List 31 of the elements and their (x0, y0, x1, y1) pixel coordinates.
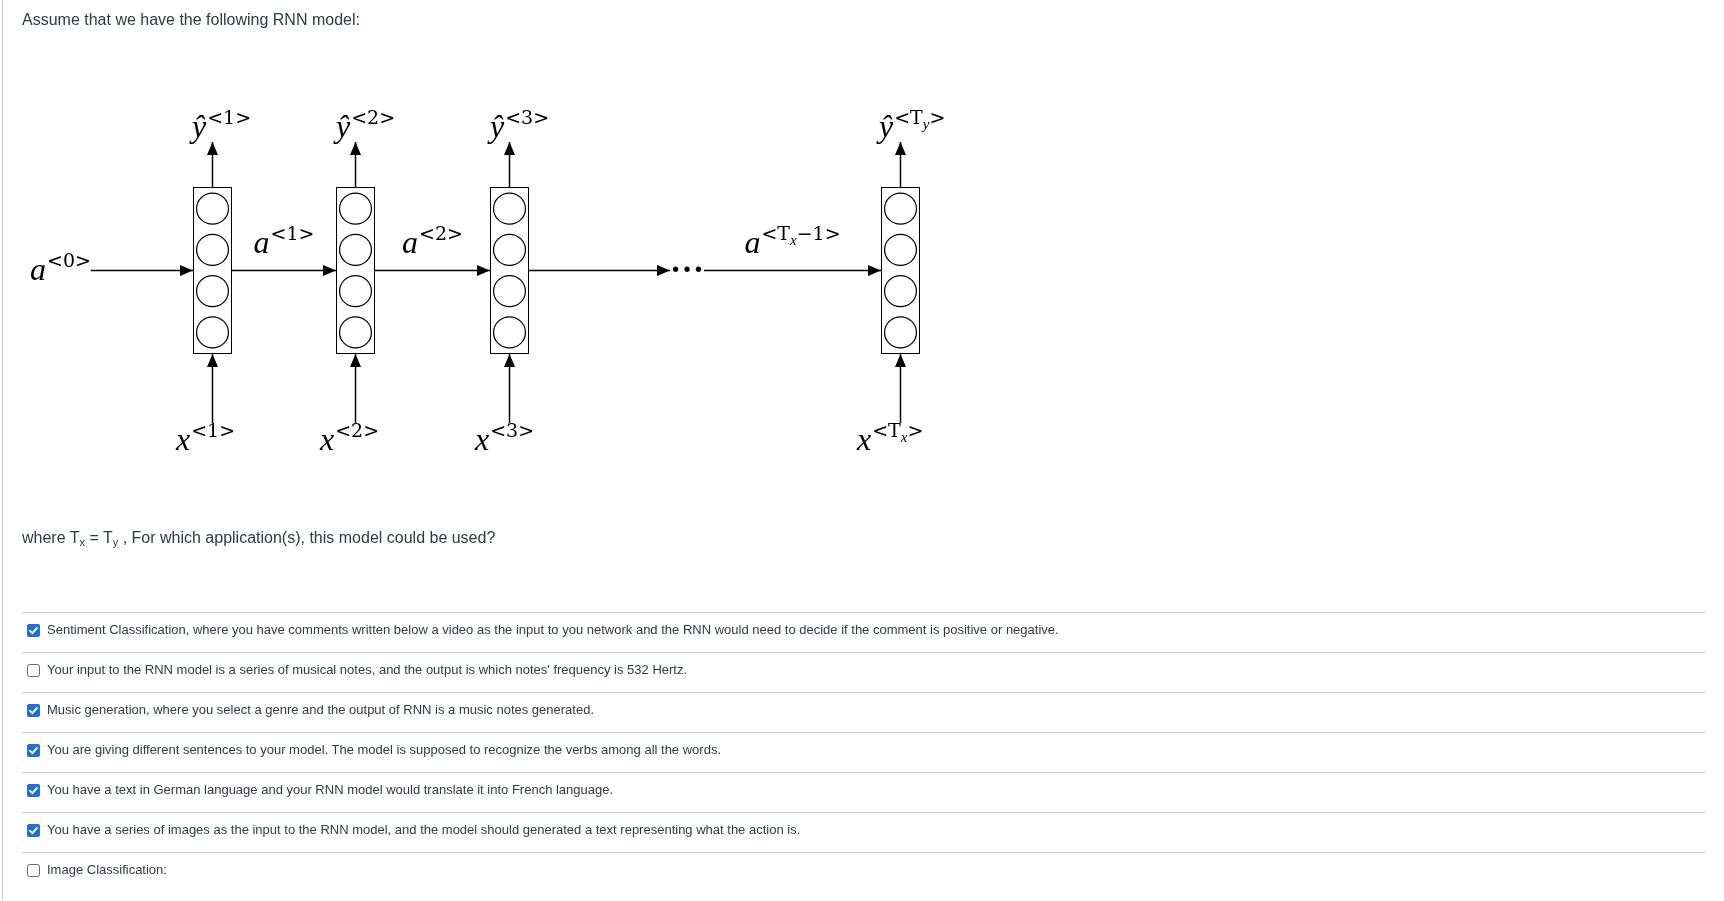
arrow (207, 353, 218, 424)
option-text: You have a text in German language and your RNN model would translate it into French language. (47, 781, 614, 799)
neuron-layer (881, 187, 920, 354)
option-text: Music generation, where you select a genre and the output of RNN is a music notes generated. (47, 701, 595, 719)
neuron-layer (193, 187, 232, 354)
neuron-layer (336, 187, 375, 354)
arrow (350, 353, 361, 424)
intro-text: Assume that we have the following RNN model: (22, 10, 360, 30)
arrow (895, 353, 906, 424)
neuron-layer (490, 187, 529, 354)
arrow (504, 141, 515, 188)
input-symbol: x$^{<2>}$ (320, 423, 380, 455)
arrow (350, 141, 361, 188)
state-symbol: a$^{<0>}$ (30, 253, 91, 285)
arrow (90, 265, 194, 276)
arrow (207, 141, 218, 188)
arrow (528, 265, 671, 276)
option-text: Your input to the RNN model is a series of musical notes, and the output is which notes' frequency is 532 Hertz. (47, 661, 688, 679)
arrow (703, 265, 882, 276)
arrow (374, 265, 491, 276)
question-text: where T$_{x}$ = T$_{y}$ , For which application(s), this model could be used? (22, 528, 496, 548)
option-text: Image Classification: (47, 861, 167, 879)
option-text: You are giving different sentences to your model. The model is supposed to recognize the verbs among all the words. (47, 741, 721, 759)
input-symbol: x$^{<1>}$ (176, 423, 236, 455)
option-text: You have a series of images as the input to the RNN model, and the model should generated a text representing what the action is. (47, 821, 801, 839)
option-text: Sentiment Classification, where you have comments written below a video as the input to you network and the RNN would need to decide if the comment is positive or negative. (47, 621, 1059, 639)
arrow (895, 141, 906, 188)
ellipsis: … (670, 245, 704, 277)
arrow (504, 353, 515, 424)
input-symbol: x$^{<3>}$ (475, 423, 535, 455)
arrow (231, 265, 337, 276)
